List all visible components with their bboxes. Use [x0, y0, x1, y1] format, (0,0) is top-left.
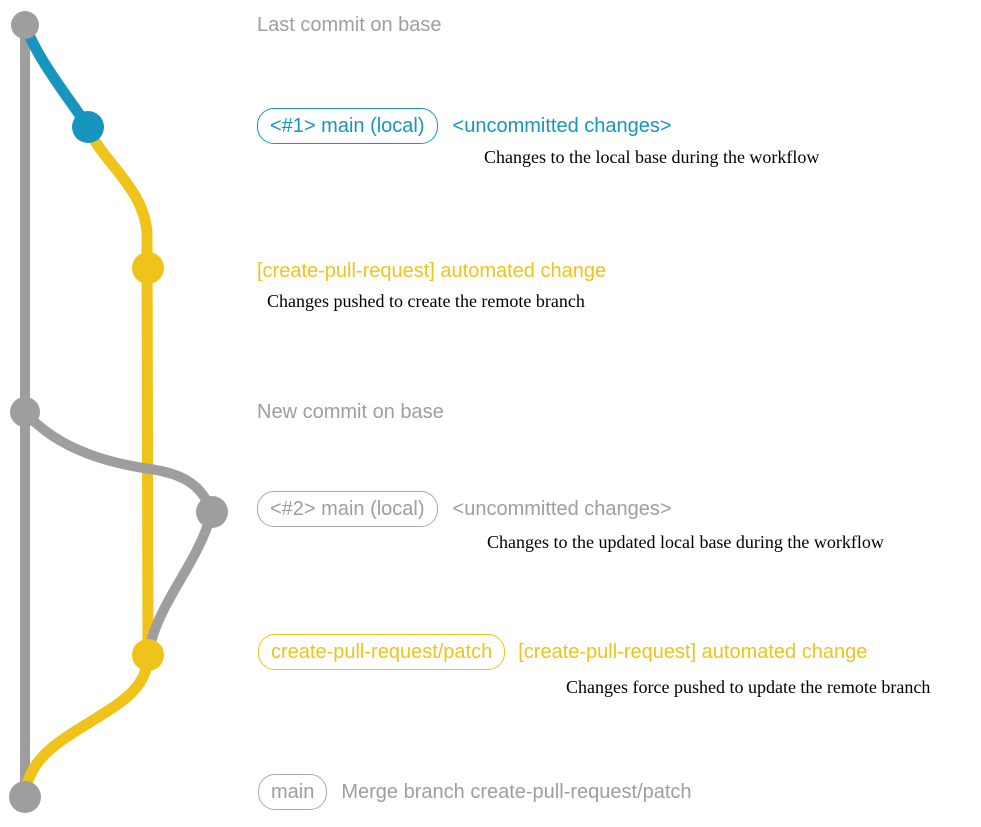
local-main-2-branch-line-in [144, 507, 217, 655]
commit-dot-local-main-2 [196, 496, 228, 528]
commit-dot-last-base [11, 11, 39, 39]
branch-badge-main-local-1: <#1> main (local) [257, 108, 438, 144]
branch-badge-main: main [258, 774, 328, 810]
commit-dot-automated-change-1 [132, 252, 164, 284]
commit-dot-automated-change-2 [132, 639, 164, 671]
patch-branch-line [19, 121, 154, 801]
commit-dot-local-main-1 [72, 111, 104, 143]
commit-dot-merge [9, 781, 41, 813]
push-create-description: Changes pushed to create the remote bran… [267, 291, 585, 311]
new-commit-label: New commit on base [257, 401, 444, 423]
last-commit-label: Last commit on base [257, 14, 442, 36]
uncommitted-changes-2-label: <uncommitted changes> [452, 498, 672, 520]
merge-annotation: main Merge branch create-pull-request/pa… [258, 774, 692, 810]
local-main-2-branch-line-out [20, 407, 217, 517]
uncommitted-changes-1-label: <uncommitted changes> [452, 115, 672, 137]
commit-dot-new-base [10, 397, 40, 427]
local-main-1-annotation: <#1> main (local) <uncommitted changes> [257, 108, 672, 144]
branch-badge-main-local-2: <#2> main (local) [257, 491, 438, 527]
patch-branch-annotation: create-pull-request/patch [create-pull-r… [258, 634, 867, 670]
local-main-2-annotation: <#2> main (local) <uncommitted changes> [257, 491, 672, 527]
merge-branch-label: Merge branch create-pull-request/patch [341, 781, 692, 803]
force-push-description: Changes force pushed to update the remot… [566, 677, 931, 697]
branch-badge-create-pull-request-patch: create-pull-request/patch [258, 634, 506, 670]
automated-change-1-label: [create-pull-request] automated change [257, 260, 607, 282]
local-base-changes-description: Changes to the local base during the wor… [484, 147, 820, 167]
local-main-1-branch-line [19, 19, 94, 133]
automated-change-2-label: [create-pull-request] automated change [518, 641, 868, 663]
updated-local-base-changes-description: Changes to the updated local base during… [487, 532, 884, 552]
